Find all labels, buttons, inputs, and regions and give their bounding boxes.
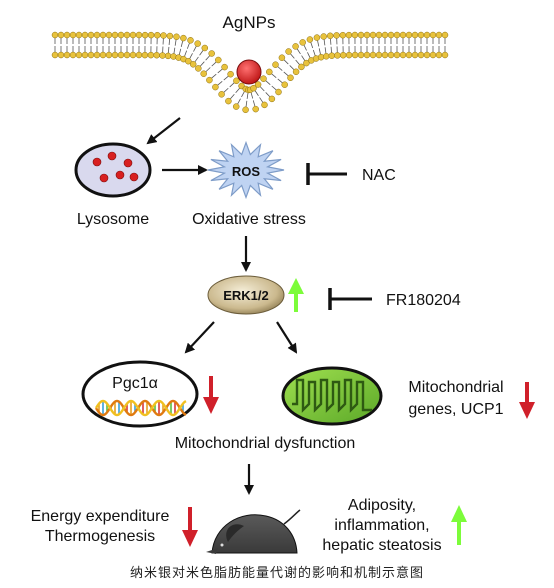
- agnps-label: AgNPs: [223, 13, 276, 32]
- thermogenesis-label: Thermogenesis: [45, 528, 155, 545]
- nac-label: NAC: [362, 167, 396, 184]
- pgc1a-down-arrow-icon: [203, 376, 219, 414]
- mito-genes-label-line1: Mitochondrial: [408, 379, 503, 396]
- arrow-erk-to-mitochondria: [276, 321, 298, 354]
- mito-genes-label-line2: genes, UCP1: [408, 401, 503, 418]
- fr180204-label: FR180204: [386, 292, 461, 309]
- mitochondrion-icon: [281, 366, 383, 426]
- erk-up-arrow-icon: [288, 278, 304, 312]
- ros-burst-icon: [207, 140, 285, 200]
- erk-label: ERK1/2: [223, 288, 269, 303]
- arrow-erk-to-pgc1a: [184, 321, 215, 354]
- cell-membrane: [51, 31, 449, 114]
- energy-expenditure-label: Energy expenditure: [31, 508, 170, 525]
- adiposity-label: Adiposity,: [348, 497, 416, 514]
- erk-ellipse: [207, 275, 285, 315]
- arrow-membrane-to-lysosome: [146, 117, 181, 145]
- pgc1a-dna-icon: [81, 360, 199, 428]
- lysosome-icon: [74, 142, 152, 198]
- mouse-icon: [206, 509, 301, 554]
- oxidative-stress-label: Oxidative stress: [192, 211, 306, 228]
- nac-inhibition-icon: [306, 163, 347, 185]
- inflammation-label: inflammation,: [334, 517, 429, 534]
- ros-label: ROS: [232, 164, 261, 179]
- agnp-particle: [236, 59, 262, 85]
- mito-genes-down-arrow-icon: [519, 382, 535, 419]
- lysosome-label: Lysosome: [77, 211, 149, 228]
- adiposity-up-arrow-icon: [451, 505, 467, 545]
- figure-caption: 纳米银对米色脂肪能量代谢的影响和机制示意图: [129, 566, 424, 581]
- hepatic-steatosis-label: hepatic steatosis: [322, 537, 441, 554]
- fr180204-inhibition-icon: [328, 288, 372, 310]
- pgc1a-label: Pgc1α: [112, 375, 158, 392]
- mito-dysfunction-label: Mitochondrial dysfunction: [175, 435, 356, 452]
- energy-down-arrow-icon: [182, 507, 198, 547]
